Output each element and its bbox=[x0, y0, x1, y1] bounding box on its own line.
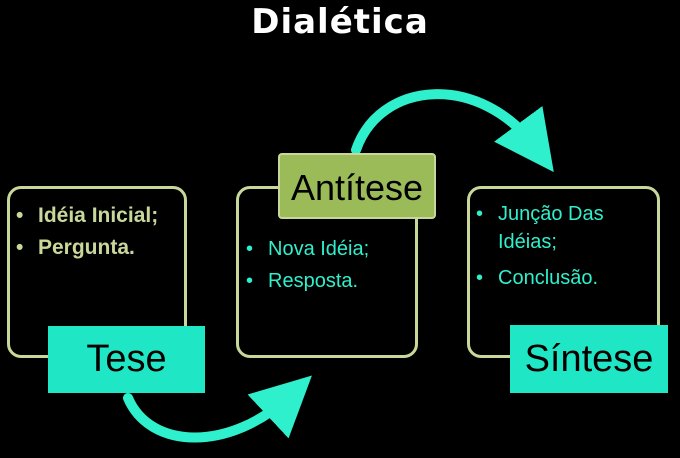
tese-bullet-1: Idéia Inicial; bbox=[16, 200, 186, 232]
tese-bullet-2: Pergunta. bbox=[16, 232, 186, 264]
antitese-label: Antítese bbox=[278, 153, 436, 219]
tese-bullets: Idéia Inicial; Pergunta. bbox=[16, 200, 186, 264]
tese-label: Tese bbox=[48, 326, 205, 393]
page-title: Dialética bbox=[251, 2, 429, 42]
arrow-antitese-to-sintese bbox=[351, 89, 554, 173]
antitese-bullet-2: Resposta. bbox=[246, 265, 416, 297]
sintese-bullet-1: Junção Das Idéias; bbox=[476, 200, 656, 256]
sintese-label: Síntese bbox=[510, 325, 668, 393]
sintese-bullet-2: Conclusão. bbox=[476, 264, 656, 292]
arrow-tese-to-antitese bbox=[123, 375, 312, 443]
sintese-bullets: Junção Das Idéias; Conclusão. bbox=[476, 200, 656, 292]
antitese-bullet-1: Nova Idéia; bbox=[246, 233, 416, 265]
antitese-bullets: Nova Idéia; Resposta. bbox=[246, 233, 416, 297]
